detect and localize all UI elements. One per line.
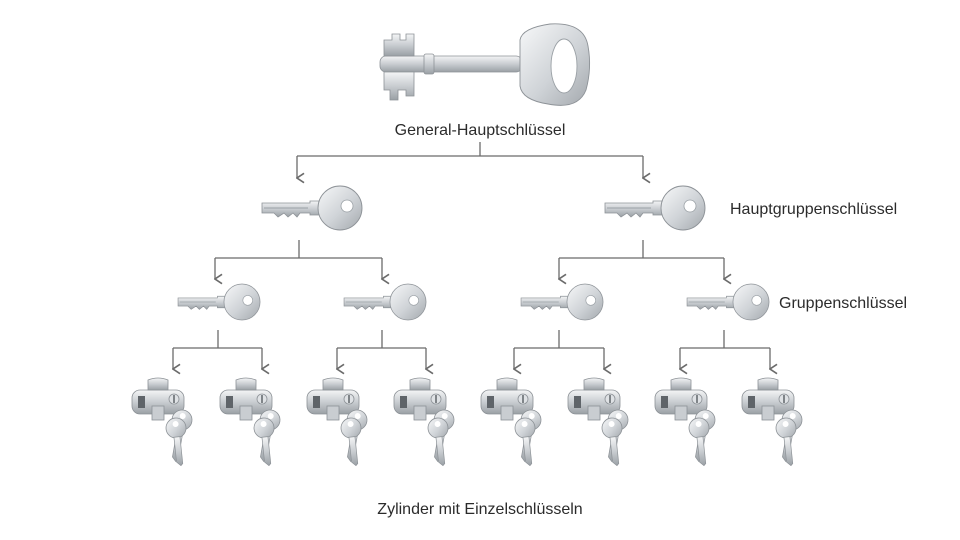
lock-cylinder-icon — [654, 377, 718, 468]
group-key-4 — [686, 283, 770, 321]
lock-cylinder-icon — [393, 377, 457, 468]
cylinder-label: Zylinder mit Einzelschlüsseln — [377, 501, 582, 518]
group-key-3 — [520, 283, 604, 321]
group-key-icon — [343, 283, 427, 321]
lock-cylinder-icon — [219, 377, 283, 468]
group-label: Gruppenschlüssel — [779, 295, 907, 312]
group-key-icon — [520, 283, 604, 321]
master-key-label: General-Hauptschlüssel — [395, 122, 566, 139]
lock-cylinder-icon — [741, 377, 805, 468]
connector-group-to-cylinder — [173, 330, 770, 369]
main-group-label: Hauptgruppenschlüssel — [730, 201, 897, 218]
group-key-icon — [261, 185, 363, 231]
group-key-2 — [343, 283, 427, 321]
connector-master-to-main — [297, 142, 643, 178]
master-key-icon — [379, 23, 591, 106]
lock-cylinder-icon — [567, 377, 631, 468]
connector-main-to-group — [215, 240, 724, 279]
main-group-key-right — [604, 185, 706, 231]
lock-cylinder-icon — [480, 377, 544, 468]
main-group-key-left — [261, 185, 363, 231]
group-key-1 — [177, 283, 261, 321]
lock-cylinder-icon — [131, 377, 195, 468]
lock-cylinder-icon — [306, 377, 370, 468]
group-key-icon — [177, 283, 261, 321]
group-key-icon — [604, 185, 706, 231]
group-key-icon — [686, 283, 770, 321]
